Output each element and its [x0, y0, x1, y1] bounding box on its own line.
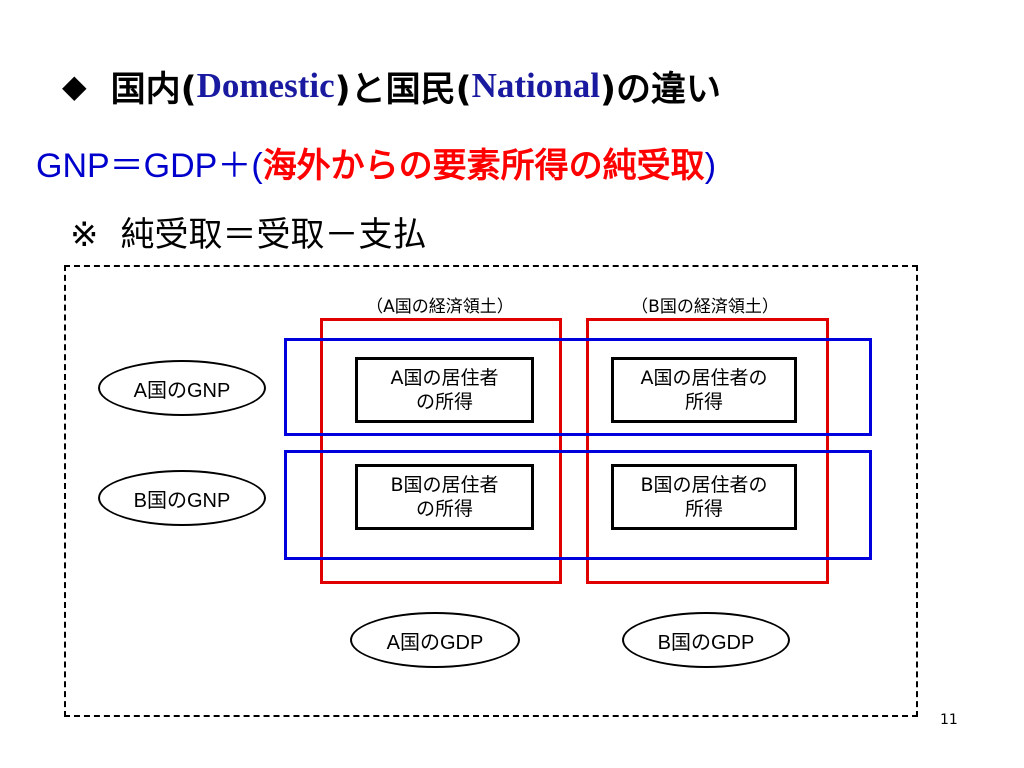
cell-a-resident-in-b: A国の居住者の 所得 [611, 357, 797, 423]
gnp-ellipse-a: A国のGNP [98, 360, 266, 416]
gdp-ellipse-b: B国のGDP [622, 612, 790, 668]
gdp-ellipse-a: A国のGDP [350, 612, 520, 668]
cell-a-resident-in-a: A国の居住者 の所得 [355, 357, 534, 423]
title-part2: )と国民( [334, 69, 472, 110]
cell-b-resident-in-a: B国の居住者 の所得 [355, 464, 534, 530]
page-number: 11 [940, 712, 958, 728]
territory-label-b: （B国の経済領土） [631, 297, 779, 317]
reference-mark-icon: ※ [70, 215, 99, 255]
gnp-ellipse-b: B国のGNP [98, 470, 266, 526]
gnp-box-b [284, 450, 872, 560]
formula-highlight: 海外からの要素所得の純受取 [262, 146, 705, 186]
gnp-box-a [284, 338, 872, 436]
gnp-formula: GNP＝GDP＋(海外からの要素所得の純受取) [36, 138, 716, 187]
title-part1: 国内( [110, 69, 197, 110]
territory-label-a: （A国の経済領土） [366, 297, 514, 317]
diagram-frame [64, 265, 918, 717]
slide-title: ◆ 国内(Domestic)と国民(National)の違い [62, 58, 721, 114]
net-receipt-note: ※ 純受取＝受取－支払 [70, 207, 427, 256]
cell-b-resident-in-b: B国の居住者の 所得 [611, 464, 797, 530]
formula-suffix: ) [704, 147, 717, 185]
title-national: National [471, 66, 600, 105]
title-part3: )の違い [599, 69, 721, 110]
title-domestic: Domestic [196, 66, 335, 105]
formula-prefix: GNP＝GDP＋( [36, 147, 263, 185]
note-text: 純受取＝受取－支払 [120, 215, 427, 255]
diamond-bullet-icon: ◆ [62, 67, 87, 105]
